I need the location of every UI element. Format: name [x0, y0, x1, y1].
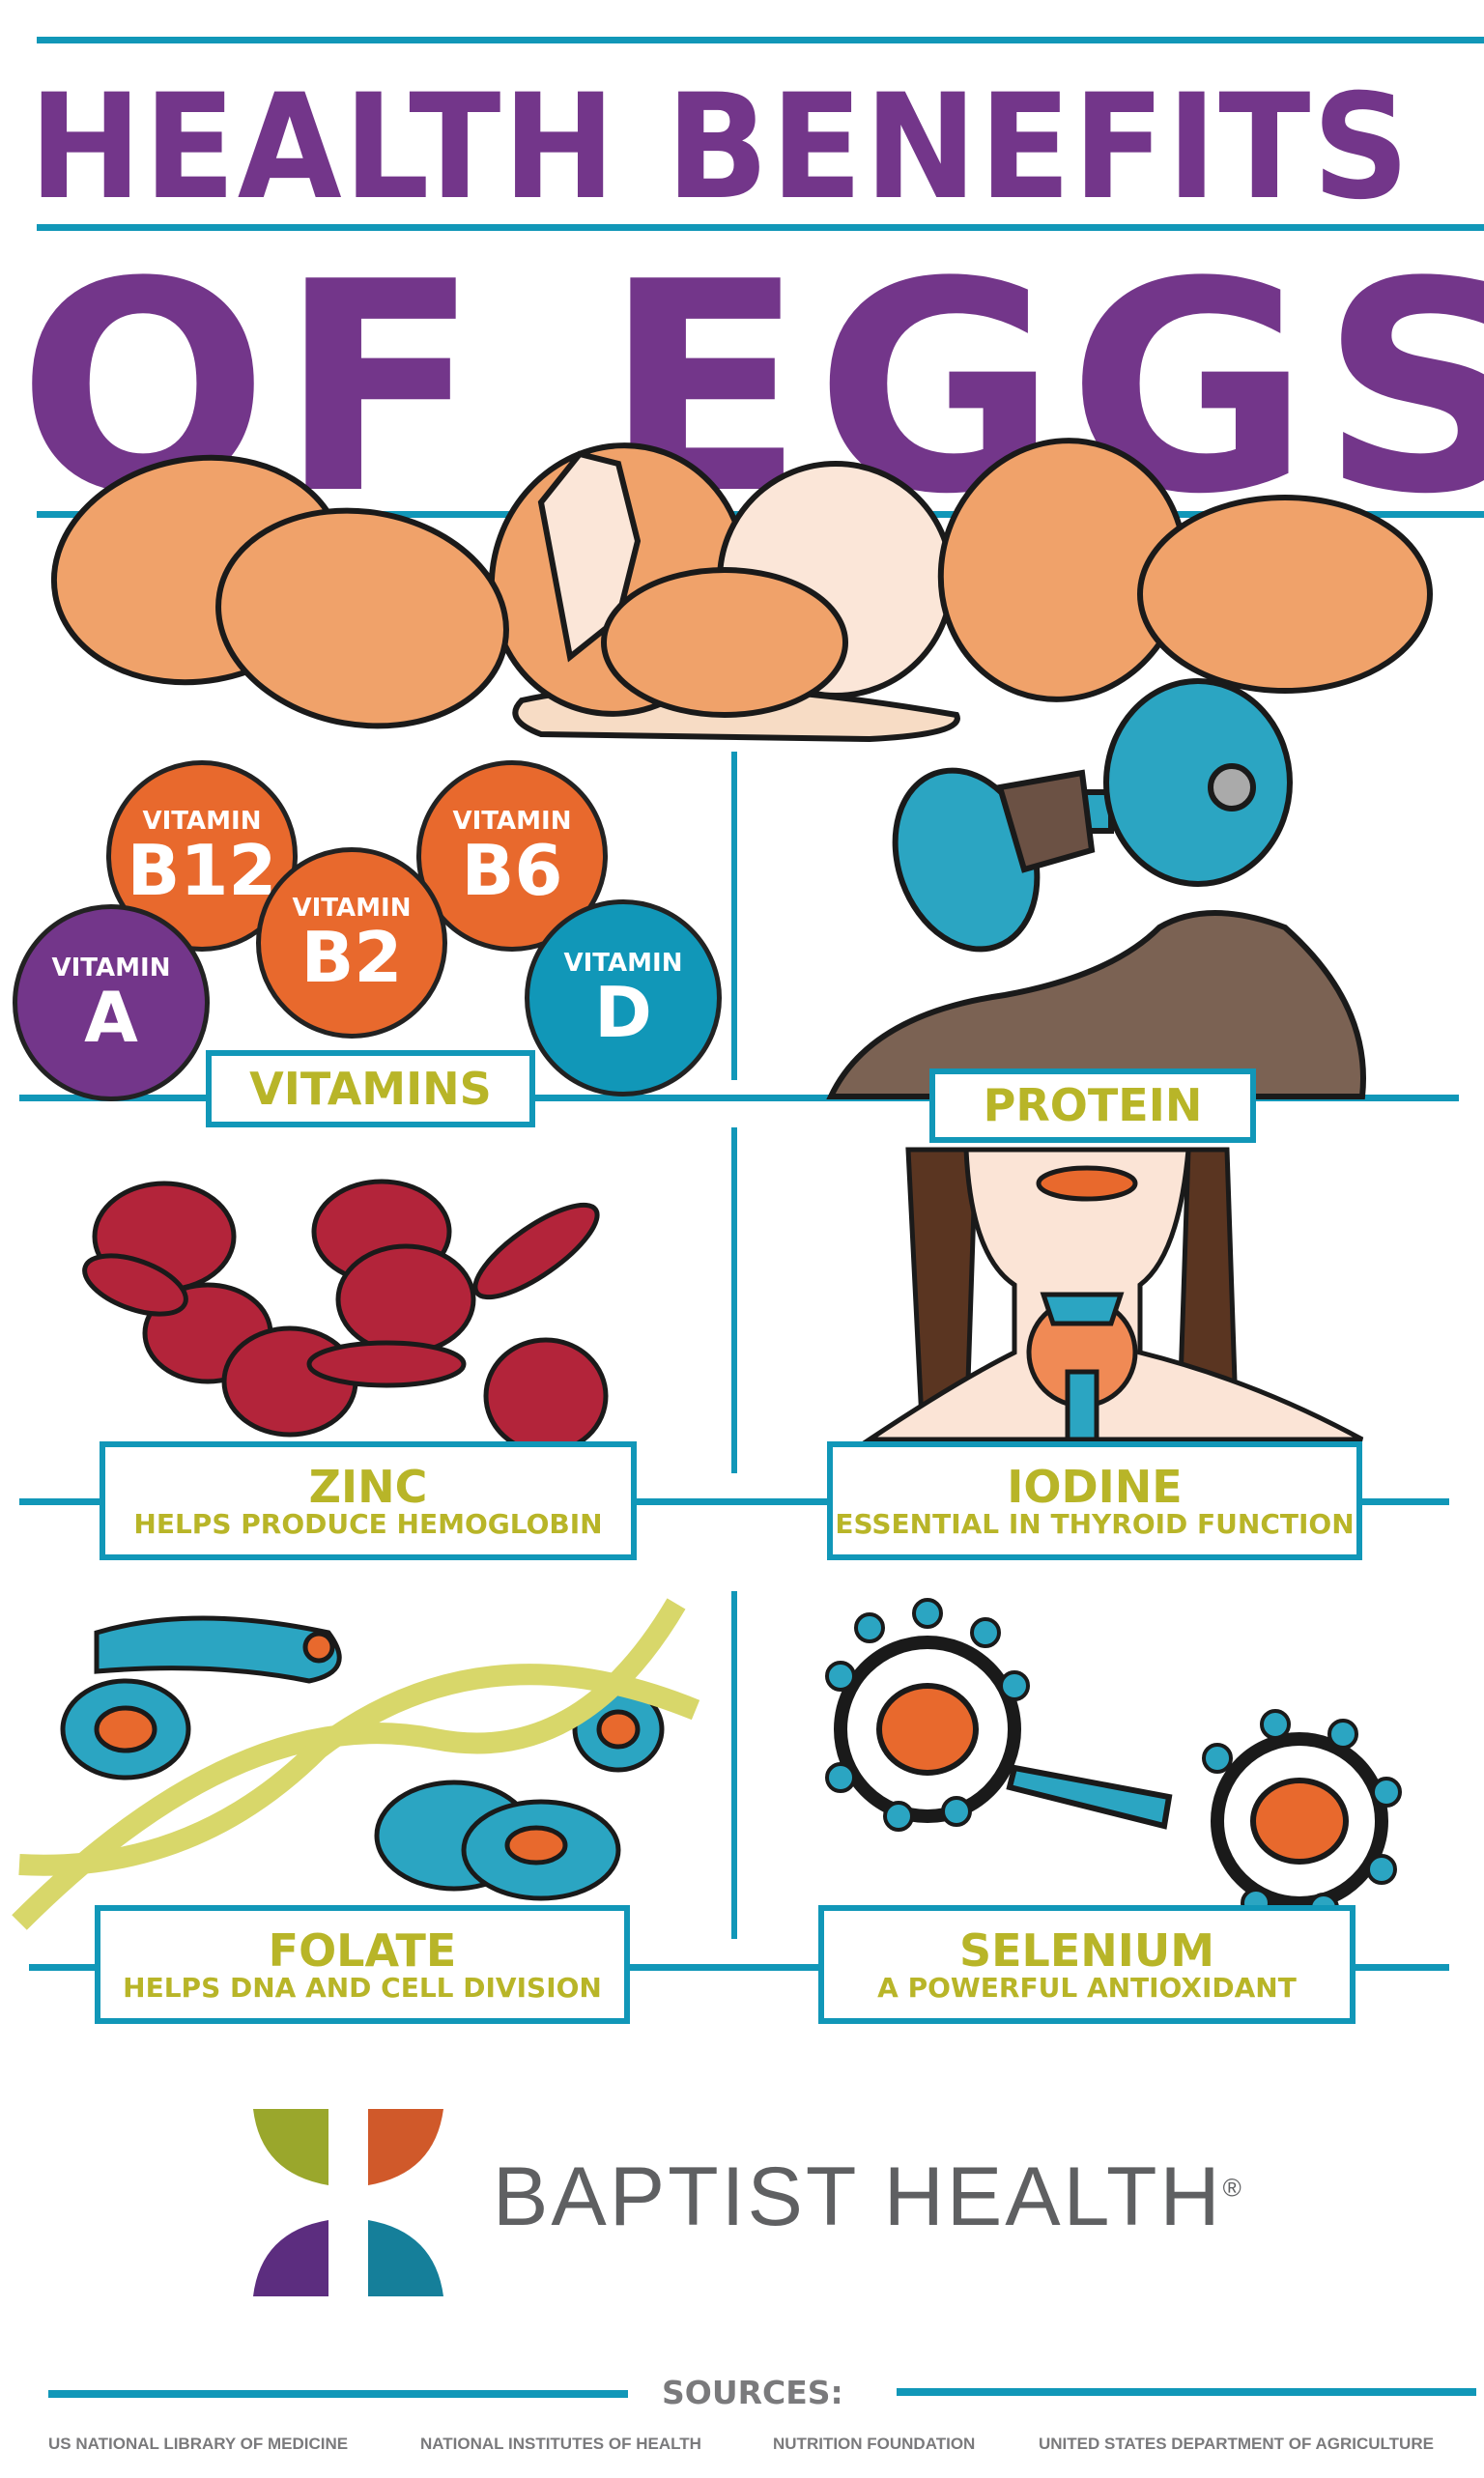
divider-line [37, 37, 1484, 43]
dna-cells-illustration [12, 1598, 700, 1930]
grid-divider [731, 752, 737, 1080]
label-description: HELPS DNA AND CELL DIVISION [123, 1971, 602, 2004]
brand-text: BAPTIST HEALTH [493, 2150, 1223, 2243]
sources-title: SOURCES: [662, 2374, 843, 2411]
registered-mark: ® [1222, 2173, 1244, 2203]
source-item: NUTRITION FOUNDATION [773, 2435, 976, 2453]
source-item: NATIONAL INSTITUTES OF HEALTH [420, 2435, 701, 2453]
vitamin-letter: B12 [127, 830, 277, 911]
grid-divider [19, 1095, 1459, 1101]
source-item: US NATIONAL LIBRARY OF MEDICINE [48, 2435, 349, 2453]
protein-label: PROTEIN [929, 1068, 1256, 1143]
red-blood-cells-illustration [82, 1179, 609, 1455]
label-description: HELPS PRODUCE HEMOGLOBIN [133, 1507, 603, 1540]
vitamin-word: VITAMIN [142, 807, 262, 836]
vitamin-word: VITAMIN [51, 954, 171, 983]
brand-name: BAPTIST HEALTH® [493, 2150, 1244, 2245]
vitamin-letter: B6 [461, 830, 563, 911]
source-item: UNITED STATES DEPARTMENT OF AGRICULTURE [1039, 2435, 1434, 2453]
vitamin-letter: D [594, 972, 652, 1053]
divider-line [37, 224, 1484, 231]
label-title: IODINE [1007, 1460, 1183, 1513]
dumbbell-arm-illustration [826, 678, 1366, 1099]
vitamin-letter: B2 [300, 917, 403, 998]
grid-divider [19, 1498, 1449, 1505]
vitamins-label: VITAMINS [206, 1050, 535, 1127]
label-title: FOLATE [268, 1923, 457, 1977]
title-line1: HEALTH BENEFITS [29, 64, 1412, 232]
label-title: ZINC [308, 1460, 428, 1513]
label-description: A POWERFUL ANTIOXIDANT [877, 1971, 1297, 2004]
eggs-illustration [50, 438, 1433, 743]
baptist-health-logo-icon [253, 2109, 443, 2296]
vitamin-word: VITAMIN [292, 894, 412, 923]
grid-divider [731, 1591, 737, 1939]
vitamin-word: VITAMIN [452, 807, 572, 836]
label-title: VITAMINS [249, 1062, 492, 1115]
vitamin-word: VITAMIN [563, 949, 683, 978]
woman-thyroid-illustration [861, 1147, 1364, 1442]
grid-divider [29, 1964, 1449, 1971]
label-description: ESSENTIAL IN THYROID FUNCTION [835, 1507, 1355, 1540]
vitamin-letter: A [84, 977, 138, 1058]
grid-divider [731, 1127, 737, 1473]
label-title: PROTEIN [983, 1079, 1203, 1132]
sources-lines [48, 2388, 1476, 2398]
antioxidant-illustration [825, 1598, 1402, 1923]
label-title: SELENIUM [958, 1923, 1215, 1977]
